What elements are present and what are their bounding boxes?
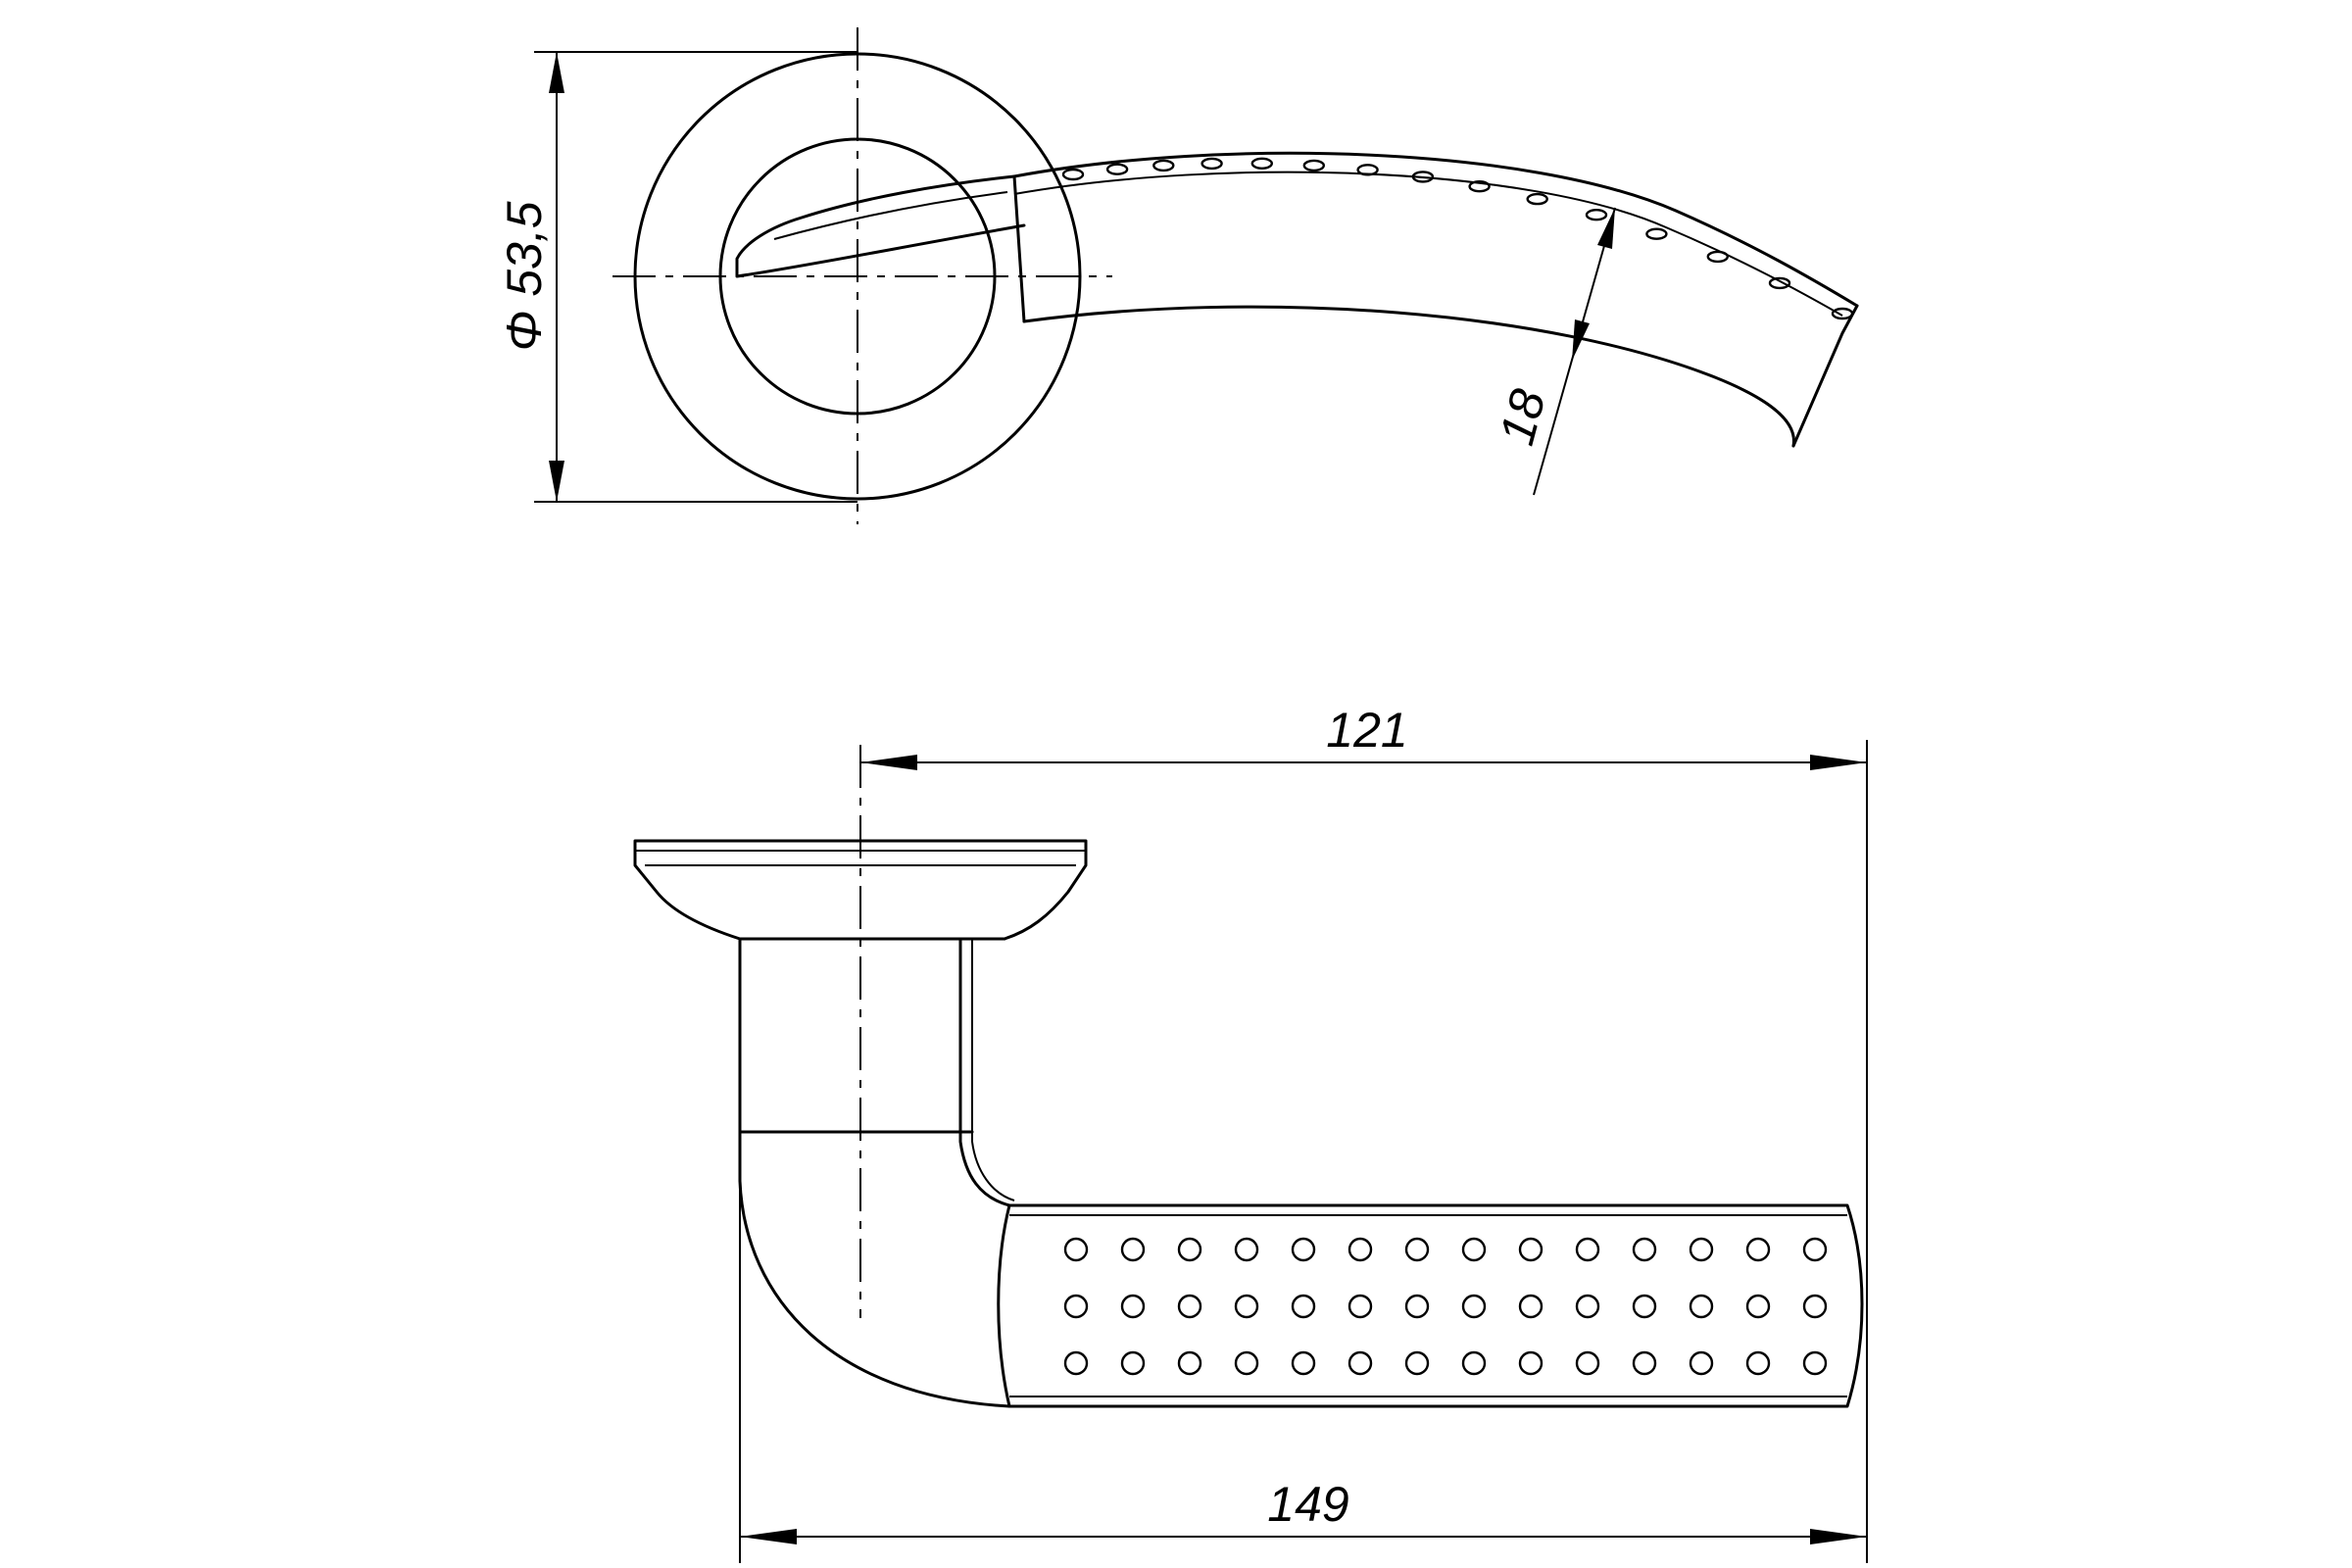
grip-dot [1632,1350,1657,1376]
top-edge-dot [1526,192,1548,206]
grip-dot [1348,1237,1373,1262]
top-edge-dot [1468,179,1491,193]
top-edge-dot [1250,157,1274,171]
overall-arrow-left [740,1529,797,1544]
grip-dot [1745,1294,1771,1319]
elbow-inner-curve [958,1130,1011,1207]
grip-dot [1518,1294,1544,1319]
grip-dot [1575,1237,1600,1262]
top-edge-dot [1831,307,1854,320]
grip-dot [1063,1294,1089,1319]
grip-dot [1348,1350,1373,1376]
grip-dot [1575,1350,1600,1376]
thickness-arrow-top [1597,208,1615,249]
diameter-label: Φ 53,5 [497,201,552,351]
lever-bottom-outline [1022,305,1795,448]
grip-outline [997,1203,1864,1408]
grip-dot [1291,1350,1316,1376]
top-edge-dot [1152,159,1175,172]
grip-dot [1177,1237,1202,1262]
grip-dot [1348,1294,1373,1319]
diameter-arrow-top [549,52,564,93]
thickness-label: 18 [1489,383,1556,450]
grip-dot [1234,1237,1259,1262]
top-view: Φ 53,5 18 [497,27,1859,524]
grip-dot [1689,1350,1714,1376]
grip-dot [1632,1237,1657,1262]
overall-arrow-right [1810,1529,1867,1544]
top-edge-dot [1356,164,1379,176]
top-edge-dot [1585,208,1608,221]
grip-dot [1461,1350,1487,1376]
grip-dot [1177,1350,1202,1376]
top-edge-dot [1645,227,1668,240]
diameter-arrow-bottom [549,461,564,502]
grip-dot [1063,1350,1089,1376]
overall-length-label: 149 [1267,1477,1348,1532]
elbow-outer-curve [738,1130,1011,1408]
elbow-inner-curve-2 [971,1132,1015,1201]
grip-dot [1745,1350,1771,1376]
grip-dot [1632,1294,1657,1319]
grip-dot [1177,1294,1202,1319]
grip-dot [1802,1350,1828,1376]
grip-dot [1802,1294,1828,1319]
grip-dot [1461,1237,1487,1262]
grip-dot [1802,1237,1828,1262]
grip-dot [1234,1350,1259,1376]
grip-dot-pattern [1063,1237,1828,1376]
grip-dot [1689,1294,1714,1319]
grip-dot [1120,1237,1146,1262]
thickness-arrow-bottom [1572,319,1590,361]
top-edge-dot [1105,163,1129,175]
grip-dot [1518,1237,1544,1262]
grip-dot [1063,1237,1089,1262]
projection-label: 121 [1326,703,1407,758]
top-edge-dot [1411,171,1435,183]
lever-joint-line [1012,174,1026,323]
lever-top-edge-dots [1061,157,1854,320]
grip-dot [1518,1350,1544,1376]
grip-dot [1745,1237,1771,1262]
lever-neck-tongue [735,174,1026,278]
grip-dot [1234,1294,1259,1319]
grip-dot [1404,1237,1430,1262]
projection-arrow-left [860,755,917,770]
top-edge-dot [1061,168,1085,181]
top-edge-dot [1200,157,1223,171]
grip-dot [1404,1350,1430,1376]
top-edge-dot [1706,250,1730,264]
top-edge-dot [1302,159,1326,172]
grip-dot [1291,1237,1316,1262]
top-edge-dot [1768,276,1791,290]
lever-end-face [1791,304,1859,448]
grip-dot [1404,1294,1430,1319]
grip-dot [1689,1237,1714,1262]
grip-dot [1461,1294,1487,1319]
side-view: 121 149 [633,703,1868,1563]
grip-dot [1120,1294,1146,1319]
grip-dot [1575,1294,1600,1319]
lever-top-outline [1012,151,1859,308]
lever-top-inner-line [1013,171,1843,317]
lever-neck-inner-line [773,191,1008,240]
projection-arrow-right [1810,755,1867,770]
grip-dot [1291,1294,1316,1319]
grip-dot [1120,1350,1146,1376]
